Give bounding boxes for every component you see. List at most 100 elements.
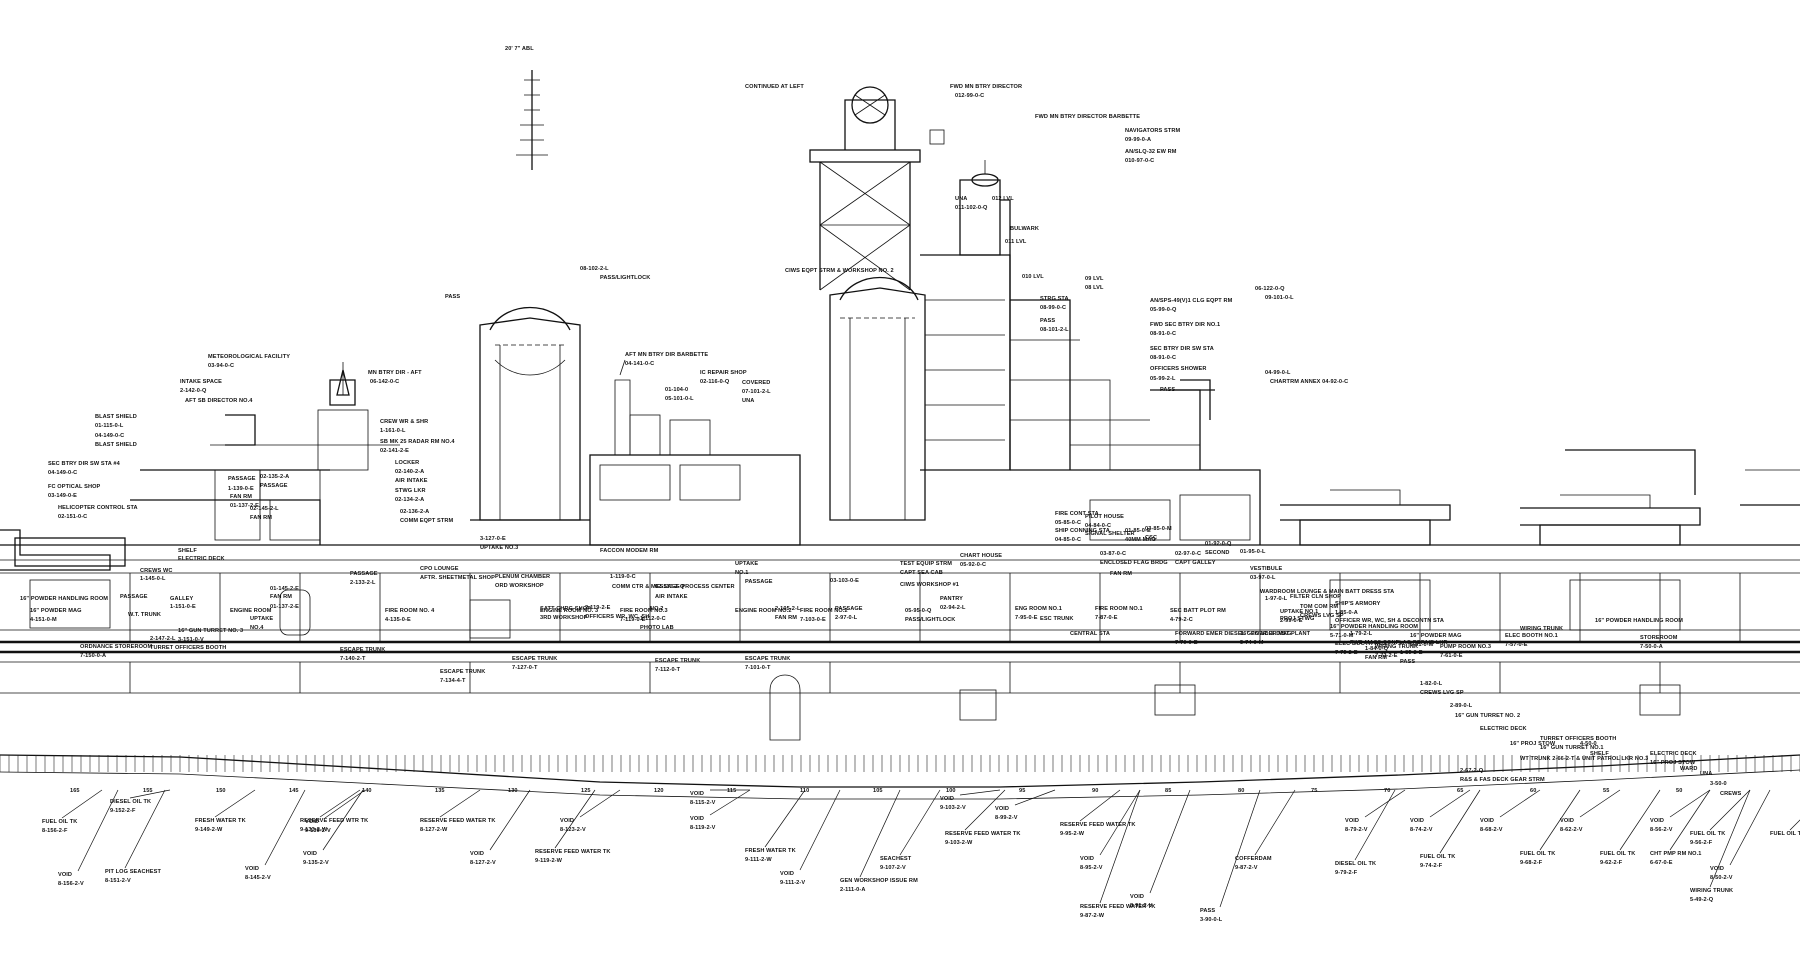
upper-label: SECOND	[1205, 550, 1230, 556]
upper-label: FAN RM	[250, 515, 272, 521]
upper-label: OFFICER WR, WC, SH & DECONTN STA	[1335, 618, 1444, 624]
hull-compartment-label: 7-101-0-T	[745, 665, 771, 671]
upper-label: 3-127-0-E	[480, 536, 506, 542]
hull-compartment-label: 7-72-2-E	[1375, 653, 1398, 659]
tank-label: FRESH WATER TK	[195, 818, 246, 824]
upper-label: OFFICERS WR, WC, SH	[585, 614, 649, 620]
upper-label: CHARTRM ANNEX 04-92-0-C	[1270, 379, 1348, 385]
upper-label: 05-92-0-C	[960, 562, 986, 568]
upper-label: 02-136-2-A	[400, 509, 429, 515]
tank-label: RESERVE FEED WATER TK	[420, 818, 496, 824]
tank-label: 9-103-2-V	[940, 805, 966, 811]
frame-number: 135	[435, 788, 445, 794]
frame-number: 85	[1165, 788, 1171, 794]
leader-line	[77, 789, 119, 872]
leader-line	[1789, 819, 1800, 831]
tank-label: VOID	[470, 851, 484, 857]
upper-label: 1-119-0-C	[610, 574, 636, 580]
upper-label: 012 LVL	[992, 196, 1014, 202]
tank-label: RESERVE FEED WTR TK	[300, 818, 368, 824]
upper-label: 16" GUN TURRET NO.1	[1540, 745, 1604, 751]
upper-label: 02-145-2-L	[250, 506, 279, 512]
tank-label: 2-111-0-A	[840, 887, 865, 893]
upper-label: UNA	[955, 196, 967, 202]
tank-label: 9-111-2-V	[780, 880, 805, 886]
tank-label: 8-115-2-V	[690, 800, 716, 806]
hull-compartment-label: ORDNANCE STOREROOM	[80, 644, 152, 650]
upper-label: BLAST SHIELD	[95, 442, 137, 448]
frame-number: 100	[946, 788, 956, 794]
tank-label: WIRING TRUNK	[1690, 888, 1733, 894]
tank-label: VOID	[1130, 894, 1144, 900]
upper-label: STRG STA	[1040, 296, 1069, 302]
upper-label: AFT SB DIRECTOR NO.4	[185, 398, 253, 404]
hull-compartment-label: WIRING TRUNK	[1520, 626, 1563, 632]
upper-label: 01-104-0	[665, 387, 688, 393]
frame-number: 50	[1676, 788, 1682, 794]
leader-line	[579, 789, 621, 818]
hull-compartment-label: PUMP ROOM NO.3	[1440, 644, 1491, 650]
upper-label: 02-110-2-Q	[655, 584, 685, 590]
upper-label: 2-105-2-L	[775, 606, 801, 612]
hull-compartment-label: ENGINE ROOM NO.2	[735, 608, 792, 614]
upper-label: 010-97-0-C	[1125, 158, 1154, 164]
leader-line	[1219, 789, 1261, 908]
tank-label: VOID	[1710, 866, 1724, 872]
tank-label: VOID	[780, 871, 794, 877]
tank-label: 8-127-2-V	[470, 860, 496, 866]
frame-number: 95	[1019, 788, 1025, 794]
upper-label: 1-151-0-E	[170, 604, 196, 610]
upper-label: BLAST SHIELD	[95, 414, 137, 420]
tank-label: 9-103-2-W	[945, 840, 973, 846]
upper-label: UNA	[742, 398, 754, 404]
upper-label: 1-145-0-L	[140, 576, 166, 582]
upper-label: 3-50-0	[1710, 781, 1727, 787]
frame-number: 55	[1603, 788, 1609, 794]
hull-compartment-label: ESCAPE TRUNK	[512, 656, 557, 662]
tank-label: FUEL OIL TK	[1770, 831, 1800, 837]
tank-label: 8-127-2-W	[420, 827, 448, 833]
upper-label: 4-50-0	[1580, 741, 1597, 747]
tank-label: VOID	[303, 851, 317, 857]
upper-label: 2-119-2-E	[585, 605, 611, 611]
tank-label: RESERVE FEED WATER TK	[535, 849, 611, 855]
tank-label: 8-79-2-V	[1345, 827, 1368, 833]
upper-label: CREWS LVG SP	[1300, 613, 1344, 619]
upper-label: CREW WR & SHR	[380, 419, 428, 425]
leader-line	[1254, 789, 1296, 856]
hull-compartment-label: 16" POWDER MAG	[30, 608, 82, 614]
upper-label: UPTAKE NO.3	[480, 545, 518, 551]
upper-label: 08-99-0-C	[1040, 305, 1066, 311]
upper-label: COMM CTR & MESSAGE PROCESS CENTER	[612, 584, 735, 590]
upper-label: NO.4	[250, 625, 264, 631]
upper-label: FWD MN BTRY DIRECTOR	[950, 84, 1022, 90]
leader-line	[1429, 789, 1471, 818]
frame-number: 140	[362, 788, 372, 794]
tank-label: 8-91-2-V	[1130, 903, 1153, 909]
tank-label: VOID	[690, 791, 704, 797]
hull-compartment-label: 4-135-0-E	[385, 617, 411, 623]
tank-label: DIESEL OIL TK	[1335, 861, 1376, 867]
upper-label: 02-116-0-Q	[700, 379, 730, 385]
upper-label: PLENUM CHAMBER	[495, 574, 550, 580]
tank-label: RESERVE FEED WATER TK	[1060, 822, 1136, 828]
upper-label: FC OPTICAL SHOP	[48, 484, 101, 490]
upper-label: PASSAGE	[350, 571, 378, 577]
upper-label: AFT MN BTRY DIR BARBETTE	[625, 352, 708, 358]
tank-label: 5-49-2-Q	[1690, 897, 1714, 903]
upper-label: 08-101-2-L	[1040, 327, 1069, 333]
tank-label: 9-62-2-F	[1600, 860, 1623, 866]
upper-label: PILOT HOUSE	[1085, 514, 1124, 520]
upper-label: LOCKER	[395, 460, 419, 466]
frame-number: 105	[873, 788, 883, 794]
upper-label: 16" GUN TURRET NO. 2	[1455, 713, 1520, 719]
hull-compartment-label: WIRING TRUNK	[1375, 644, 1418, 650]
tank-label: SEACHEST	[880, 856, 912, 862]
tank-label: 8-145-2-V	[245, 875, 271, 881]
upper-label: PASS/LIGHTLOCK	[905, 617, 955, 623]
upper-label: PASSAGE	[228, 476, 256, 482]
frame-number: 115	[727, 788, 736, 794]
leader-lines	[61, 789, 1800, 908]
upper-label: CREWS WC	[140, 568, 173, 574]
upper-label: FAN RM	[1365, 655, 1387, 661]
